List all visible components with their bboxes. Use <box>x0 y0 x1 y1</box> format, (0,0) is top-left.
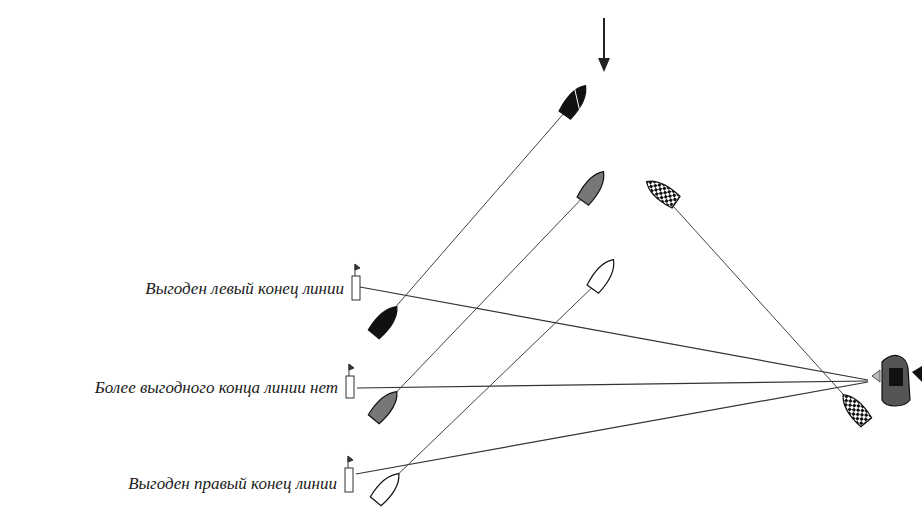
start-lines <box>356 287 868 474</box>
line-end-note: Более выгодного конца линии нет <box>93 378 340 398</box>
line-end-note: Выгоден правый конец линии <box>126 474 339 494</box>
yachts <box>368 81 873 506</box>
line-end-note: Выгоден левый конец линии <box>143 279 346 299</box>
wind-arrow <box>598 18 610 72</box>
course-lines <box>386 104 852 484</box>
pin-buoys <box>345 264 360 492</box>
committee-boat <box>872 355 922 406</box>
